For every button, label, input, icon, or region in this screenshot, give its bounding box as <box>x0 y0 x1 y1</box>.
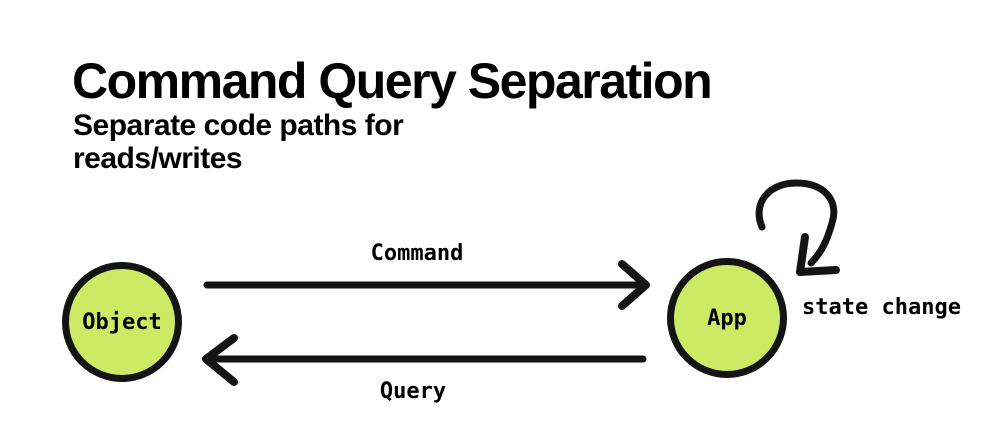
page-subtitle: Separate code paths for reads/writes <box>73 109 404 175</box>
self-loop-arrowhead-icon <box>796 233 840 276</box>
query-arrowhead-icon <box>202 334 238 386</box>
command-arrow <box>203 260 650 310</box>
node-object: Object <box>62 262 182 382</box>
subtitle-line-2: reads/writes <box>73 142 243 175</box>
query-arrow <box>202 334 647 386</box>
node-app-label: App <box>707 305 747 331</box>
page-title: Command Query Separation <box>72 53 713 109</box>
state-change-label: state change <box>802 295 961 320</box>
command-arrowhead-icon <box>618 260 650 310</box>
node-object-label: Object <box>82 309 162 335</box>
command-edge-label: Command <box>370 241 464 266</box>
node-app: App <box>667 258 787 378</box>
subtitle-line-1: Separate code paths for <box>73 109 404 142</box>
query-edge-label: Query <box>379 379 447 404</box>
self-loop-arrow <box>755 179 840 276</box>
